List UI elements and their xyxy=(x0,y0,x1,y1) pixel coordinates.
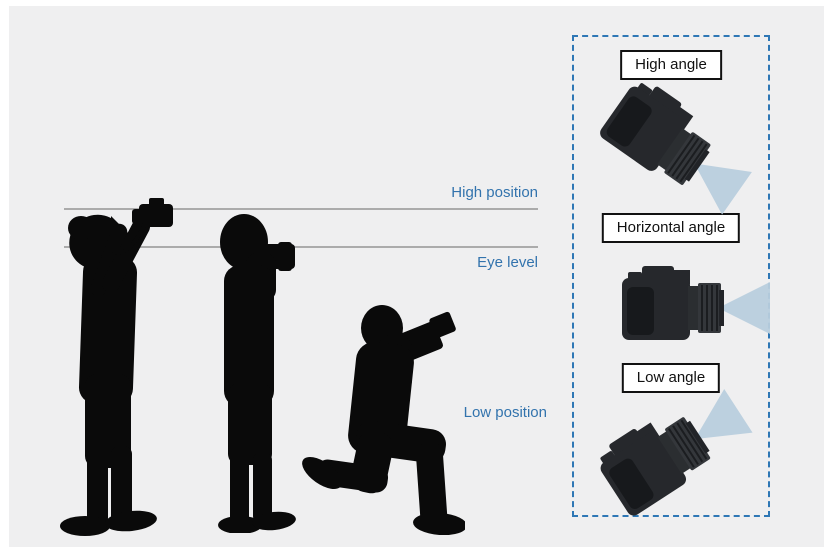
high-angle-label: High angle xyxy=(620,50,722,80)
high-position-line xyxy=(64,208,538,210)
person-shooting-eye-level xyxy=(218,214,296,533)
low-angle-label: Low angle xyxy=(621,363,721,393)
photographer-overhead-silhouette xyxy=(60,198,173,536)
horizontal-angle-label: Horizontal angle xyxy=(601,213,741,243)
photographer-standing-silhouette xyxy=(218,214,296,533)
eye-level-line xyxy=(64,246,538,248)
low-position-label: Low position xyxy=(463,404,547,421)
eye-level-label: Eye level xyxy=(477,254,538,271)
camera-angle-panel: High angle Horizontal angle Low angle xyxy=(572,35,770,517)
photographer-kneeling-silhouette xyxy=(302,305,465,535)
high-position-label: High position xyxy=(451,184,538,201)
person-shooting-low xyxy=(302,305,465,535)
person-shooting-upward xyxy=(60,198,173,536)
